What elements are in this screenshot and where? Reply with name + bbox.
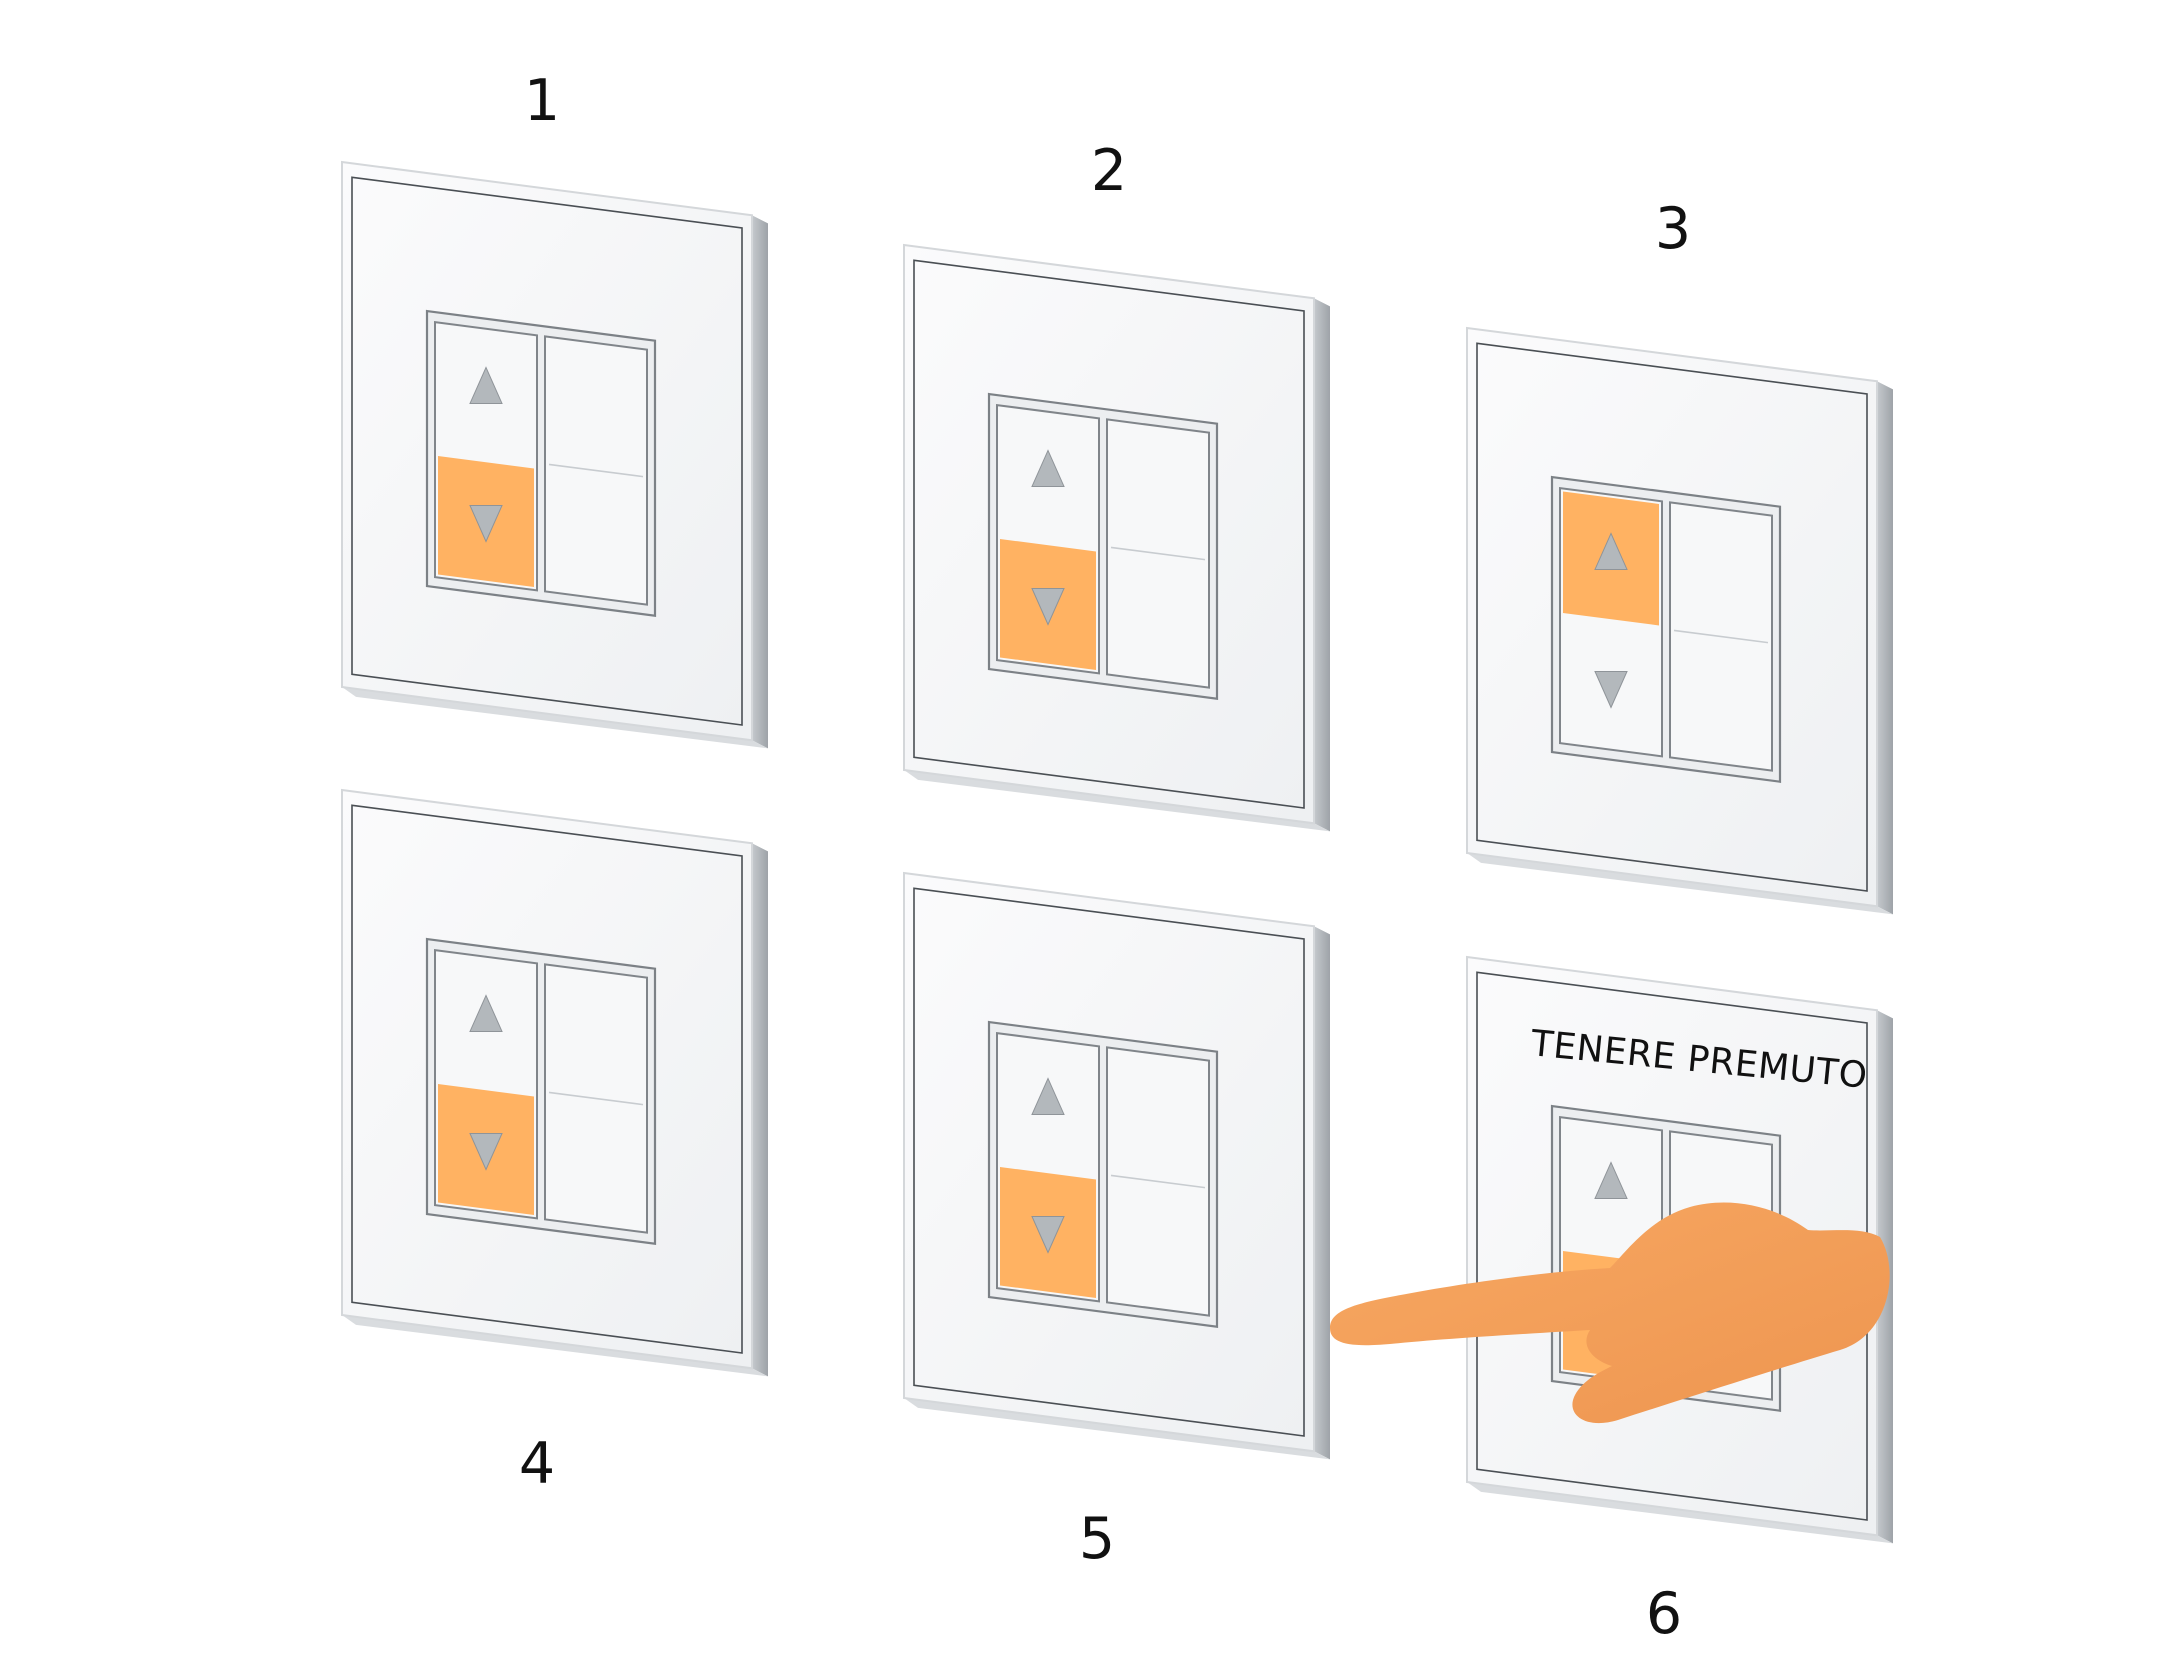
pointing-finger-icon bbox=[1330, 1202, 1890, 1424]
right-key-divider bbox=[1110, 1174, 1206, 1189]
up-arrow-icon bbox=[469, 366, 503, 404]
plate-inner-border bbox=[351, 176, 743, 726]
up-arrow-icon bbox=[1031, 1077, 1065, 1115]
wall-switch-step-1 bbox=[341, 160, 768, 749]
wall-switch-step-2 bbox=[903, 243, 1330, 832]
step-number-2: 2 bbox=[1091, 138, 1127, 204]
down-arrow-icon bbox=[1031, 1215, 1065, 1254]
plate-bottom-edge bbox=[342, 687, 768, 749]
plate-side-edge bbox=[752, 215, 768, 749]
step-number-1: 1 bbox=[524, 68, 560, 134]
plate-inner-border bbox=[913, 259, 1305, 809]
plate-bottom-edge bbox=[1467, 853, 1893, 915]
step-number-4: 4 bbox=[519, 1431, 555, 1497]
plate-inner-border bbox=[1476, 342, 1868, 892]
plate-side-edge bbox=[1877, 381, 1893, 915]
plate-side-edge bbox=[752, 843, 768, 1377]
wall-switch-step-4 bbox=[341, 788, 768, 1377]
step-number-5: 5 bbox=[1079, 1506, 1115, 1572]
plate-bottom-edge bbox=[1467, 1482, 1893, 1544]
down-arrow-icon bbox=[469, 504, 503, 543]
wall-switch-step-3 bbox=[1466, 326, 1893, 915]
down-arrow-icon bbox=[1031, 587, 1065, 626]
wall-switch-step-5 bbox=[903, 871, 1330, 1460]
up-arrow-icon bbox=[1594, 1161, 1628, 1199]
plate-bottom-edge bbox=[342, 1315, 768, 1377]
step-number-6: 6 bbox=[1646, 1581, 1682, 1647]
right-key-divider bbox=[1673, 629, 1769, 644]
up-arrow-icon bbox=[1594, 532, 1628, 570]
right-key-divider bbox=[548, 1091, 644, 1106]
step-number-3: 3 bbox=[1655, 196, 1691, 262]
plate-side-edge bbox=[1314, 926, 1330, 1460]
plate-inner-border bbox=[351, 804, 743, 1354]
up-arrow-icon bbox=[469, 994, 503, 1032]
plate-bottom-edge bbox=[904, 1398, 1330, 1460]
plate-side-edge bbox=[1314, 298, 1330, 832]
plate-inner-border bbox=[913, 887, 1305, 1437]
right-key-divider bbox=[548, 463, 644, 478]
right-key-divider bbox=[1110, 546, 1206, 561]
down-arrow-icon bbox=[469, 1132, 503, 1171]
up-arrow-icon bbox=[1031, 449, 1065, 487]
plate-bottom-edge bbox=[904, 770, 1330, 832]
down-arrow-icon bbox=[1594, 670, 1628, 709]
